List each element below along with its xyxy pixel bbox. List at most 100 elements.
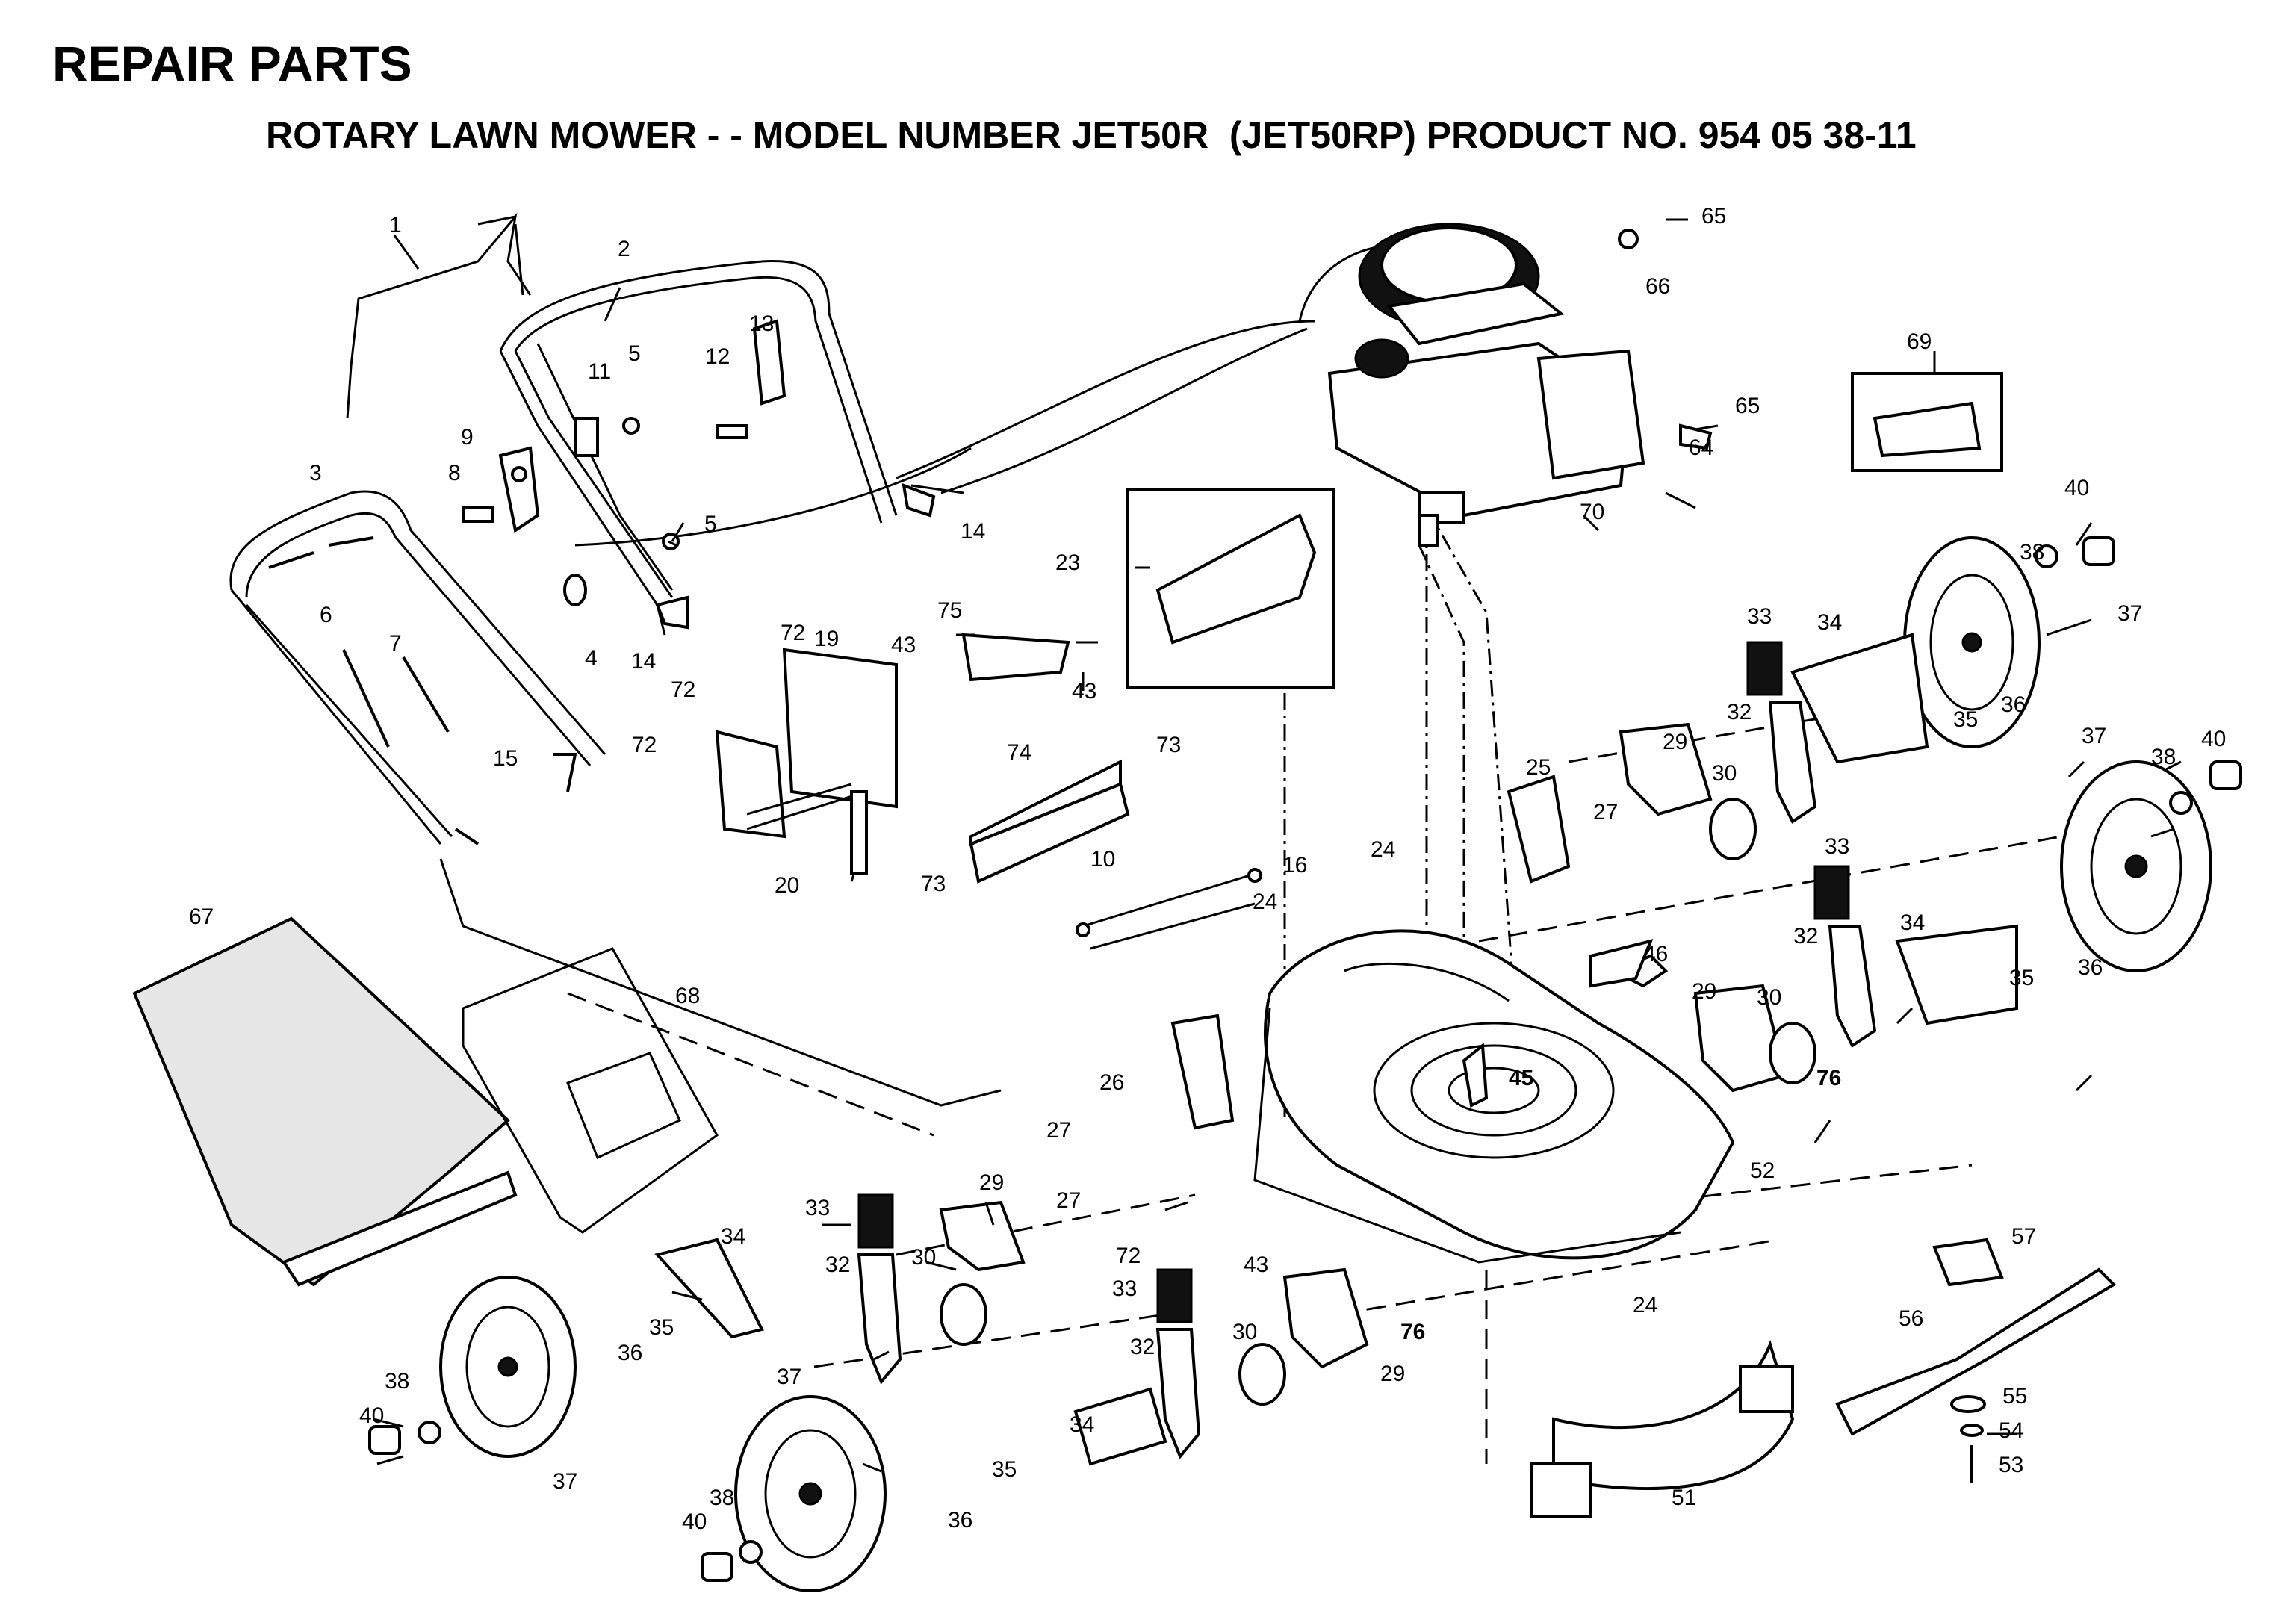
drive-cover-inset bbox=[1851, 372, 2003, 472]
part-callouts: 1 2 3 4 5 5 6 7 8 9 10 11 12 13 14 14 15… bbox=[189, 204, 2226, 1534]
callout-29a: 29 bbox=[1663, 730, 1687, 754]
callout-38a: 38 bbox=[2020, 540, 2044, 565]
callout-75: 75 bbox=[937, 598, 962, 623]
callout-34b: 34 bbox=[1900, 910, 1925, 935]
wheel-rear-bottom bbox=[2060, 760, 2212, 972]
callout-24b: 24 bbox=[1253, 890, 1277, 914]
callout-24c: 24 bbox=[1633, 1293, 1657, 1317]
callout-76a: 76 bbox=[1816, 1066, 1841, 1090]
callout-3: 3 bbox=[309, 461, 322, 485]
callout-37a: 37 bbox=[2117, 601, 2142, 626]
callout-leaders bbox=[373, 218, 2182, 1473]
callout-40d: 40 bbox=[682, 1509, 707, 1534]
callout-1: 1 bbox=[389, 213, 402, 238]
page-subtitle: ROTARY LAWN MOWER - - MODEL NUMBER JET50… bbox=[266, 114, 1917, 156]
blade-baffle bbox=[1530, 1339, 1795, 1518]
callout-8: 8 bbox=[448, 461, 461, 485]
callout-33a: 33 bbox=[1747, 604, 1772, 629]
callout-27a: 27 bbox=[1593, 800, 1618, 825]
height-adjuster-front-right bbox=[1073, 1267, 1369, 1466]
callout-34d: 34 bbox=[1070, 1412, 1094, 1437]
callout-37b: 37 bbox=[2082, 724, 2106, 748]
callout-16: 16 bbox=[1282, 853, 1307, 878]
callout-51: 51 bbox=[1672, 1486, 1696, 1510]
callout-10: 10 bbox=[1090, 847, 1115, 872]
mower-deck bbox=[1253, 929, 1735, 1264]
callout-29d: 29 bbox=[1380, 1362, 1405, 1386]
grass-bag-frame bbox=[462, 947, 719, 1234]
handle-hardware bbox=[268, 319, 936, 845]
callout-30b: 30 bbox=[1757, 985, 1781, 1010]
callout-64: 64 bbox=[1689, 435, 1713, 460]
callout-12: 12 bbox=[705, 344, 730, 369]
height-adjuster-rear-top bbox=[1619, 633, 1929, 860]
callout-29b: 29 bbox=[1692, 979, 1716, 1004]
callout-69: 69 bbox=[1907, 329, 1932, 354]
wheel-rear-top bbox=[1903, 536, 2041, 748]
callout-33c: 33 bbox=[805, 1196, 830, 1220]
upper-handle-bar bbox=[346, 212, 532, 419]
callout-25: 25 bbox=[1526, 755, 1551, 780]
height-adjuster-rear-bottom bbox=[1693, 865, 2018, 1093]
grass-bag bbox=[132, 916, 518, 1287]
callout-37d: 37 bbox=[777, 1365, 801, 1389]
callout-72c: 72 bbox=[632, 733, 657, 757]
callout-43c: 43 bbox=[1244, 1253, 1268, 1277]
callout-40b: 40 bbox=[2201, 727, 2226, 751]
callout-66: 66 bbox=[1645, 274, 1670, 299]
callout-2: 2 bbox=[618, 237, 630, 261]
callout-55: 55 bbox=[2002, 1384, 2027, 1409]
mounting-bracket-assembly bbox=[715, 648, 898, 882]
callout-30d: 30 bbox=[1232, 1320, 1257, 1344]
callout-27c: 27 bbox=[1056, 1188, 1081, 1213]
callout-32a: 32 bbox=[1727, 700, 1752, 724]
callout-57: 57 bbox=[2011, 1224, 2036, 1249]
callout-38b: 38 bbox=[2151, 745, 2176, 769]
engine bbox=[1327, 223, 1645, 547]
callout-72a: 72 bbox=[781, 621, 805, 645]
callout-19: 19 bbox=[814, 627, 839, 651]
chute-deflector bbox=[961, 633, 1130, 884]
callout-15: 15 bbox=[493, 746, 518, 771]
callout-29c: 29 bbox=[979, 1170, 1004, 1195]
callout-67: 67 bbox=[189, 904, 214, 929]
callout-5b: 5 bbox=[704, 512, 717, 536]
callout-36a: 36 bbox=[2001, 692, 2026, 717]
callout-33b: 33 bbox=[1825, 834, 1849, 859]
callout-27b: 27 bbox=[1046, 1118, 1071, 1143]
callout-14b: 14 bbox=[631, 649, 656, 674]
callout-23: 23 bbox=[1055, 550, 1080, 575]
callout-32d: 32 bbox=[1130, 1335, 1155, 1359]
callout-33d: 33 bbox=[1112, 1276, 1137, 1301]
callout-32c: 32 bbox=[825, 1253, 850, 1277]
control-cables bbox=[574, 243, 1420, 547]
callout-30a: 30 bbox=[1712, 761, 1737, 786]
callout-34c: 34 bbox=[721, 1224, 745, 1249]
callout-14a: 14 bbox=[961, 519, 985, 544]
callout-9: 9 bbox=[461, 425, 474, 450]
callout-73a: 73 bbox=[1156, 733, 1181, 757]
page-title: REPAIR PARTS bbox=[52, 36, 412, 91]
callout-35a: 35 bbox=[1953, 707, 1978, 732]
callout-38d: 38 bbox=[710, 1486, 734, 1510]
callout-36b: 36 bbox=[2078, 955, 2103, 980]
height-adjuster-front-left bbox=[654, 1193, 1026, 1385]
deck-brackets bbox=[1170, 775, 1654, 1130]
callout-53: 53 bbox=[1999, 1453, 2023, 1477]
callout-4: 4 bbox=[585, 646, 598, 671]
callout-30c: 30 bbox=[911, 1245, 936, 1270]
cutting-blade bbox=[1835, 1238, 2117, 1483]
callout-40c: 40 bbox=[359, 1403, 384, 1428]
callout-6: 6 bbox=[320, 603, 332, 627]
rear-flap-inset bbox=[1126, 488, 1335, 689]
callout-76b: 76 bbox=[1400, 1320, 1425, 1344]
callout-65a: 65 bbox=[1701, 204, 1726, 229]
callout-36d: 36 bbox=[948, 1508, 972, 1533]
callout-68: 68 bbox=[675, 984, 700, 1008]
lower-handle-assembly bbox=[499, 260, 898, 606]
callout-45: 45 bbox=[1509, 1066, 1533, 1090]
callout-35b: 35 bbox=[2009, 966, 2034, 990]
callout-52: 52 bbox=[1750, 1158, 1775, 1183]
callout-37c: 37 bbox=[553, 1469, 577, 1494]
